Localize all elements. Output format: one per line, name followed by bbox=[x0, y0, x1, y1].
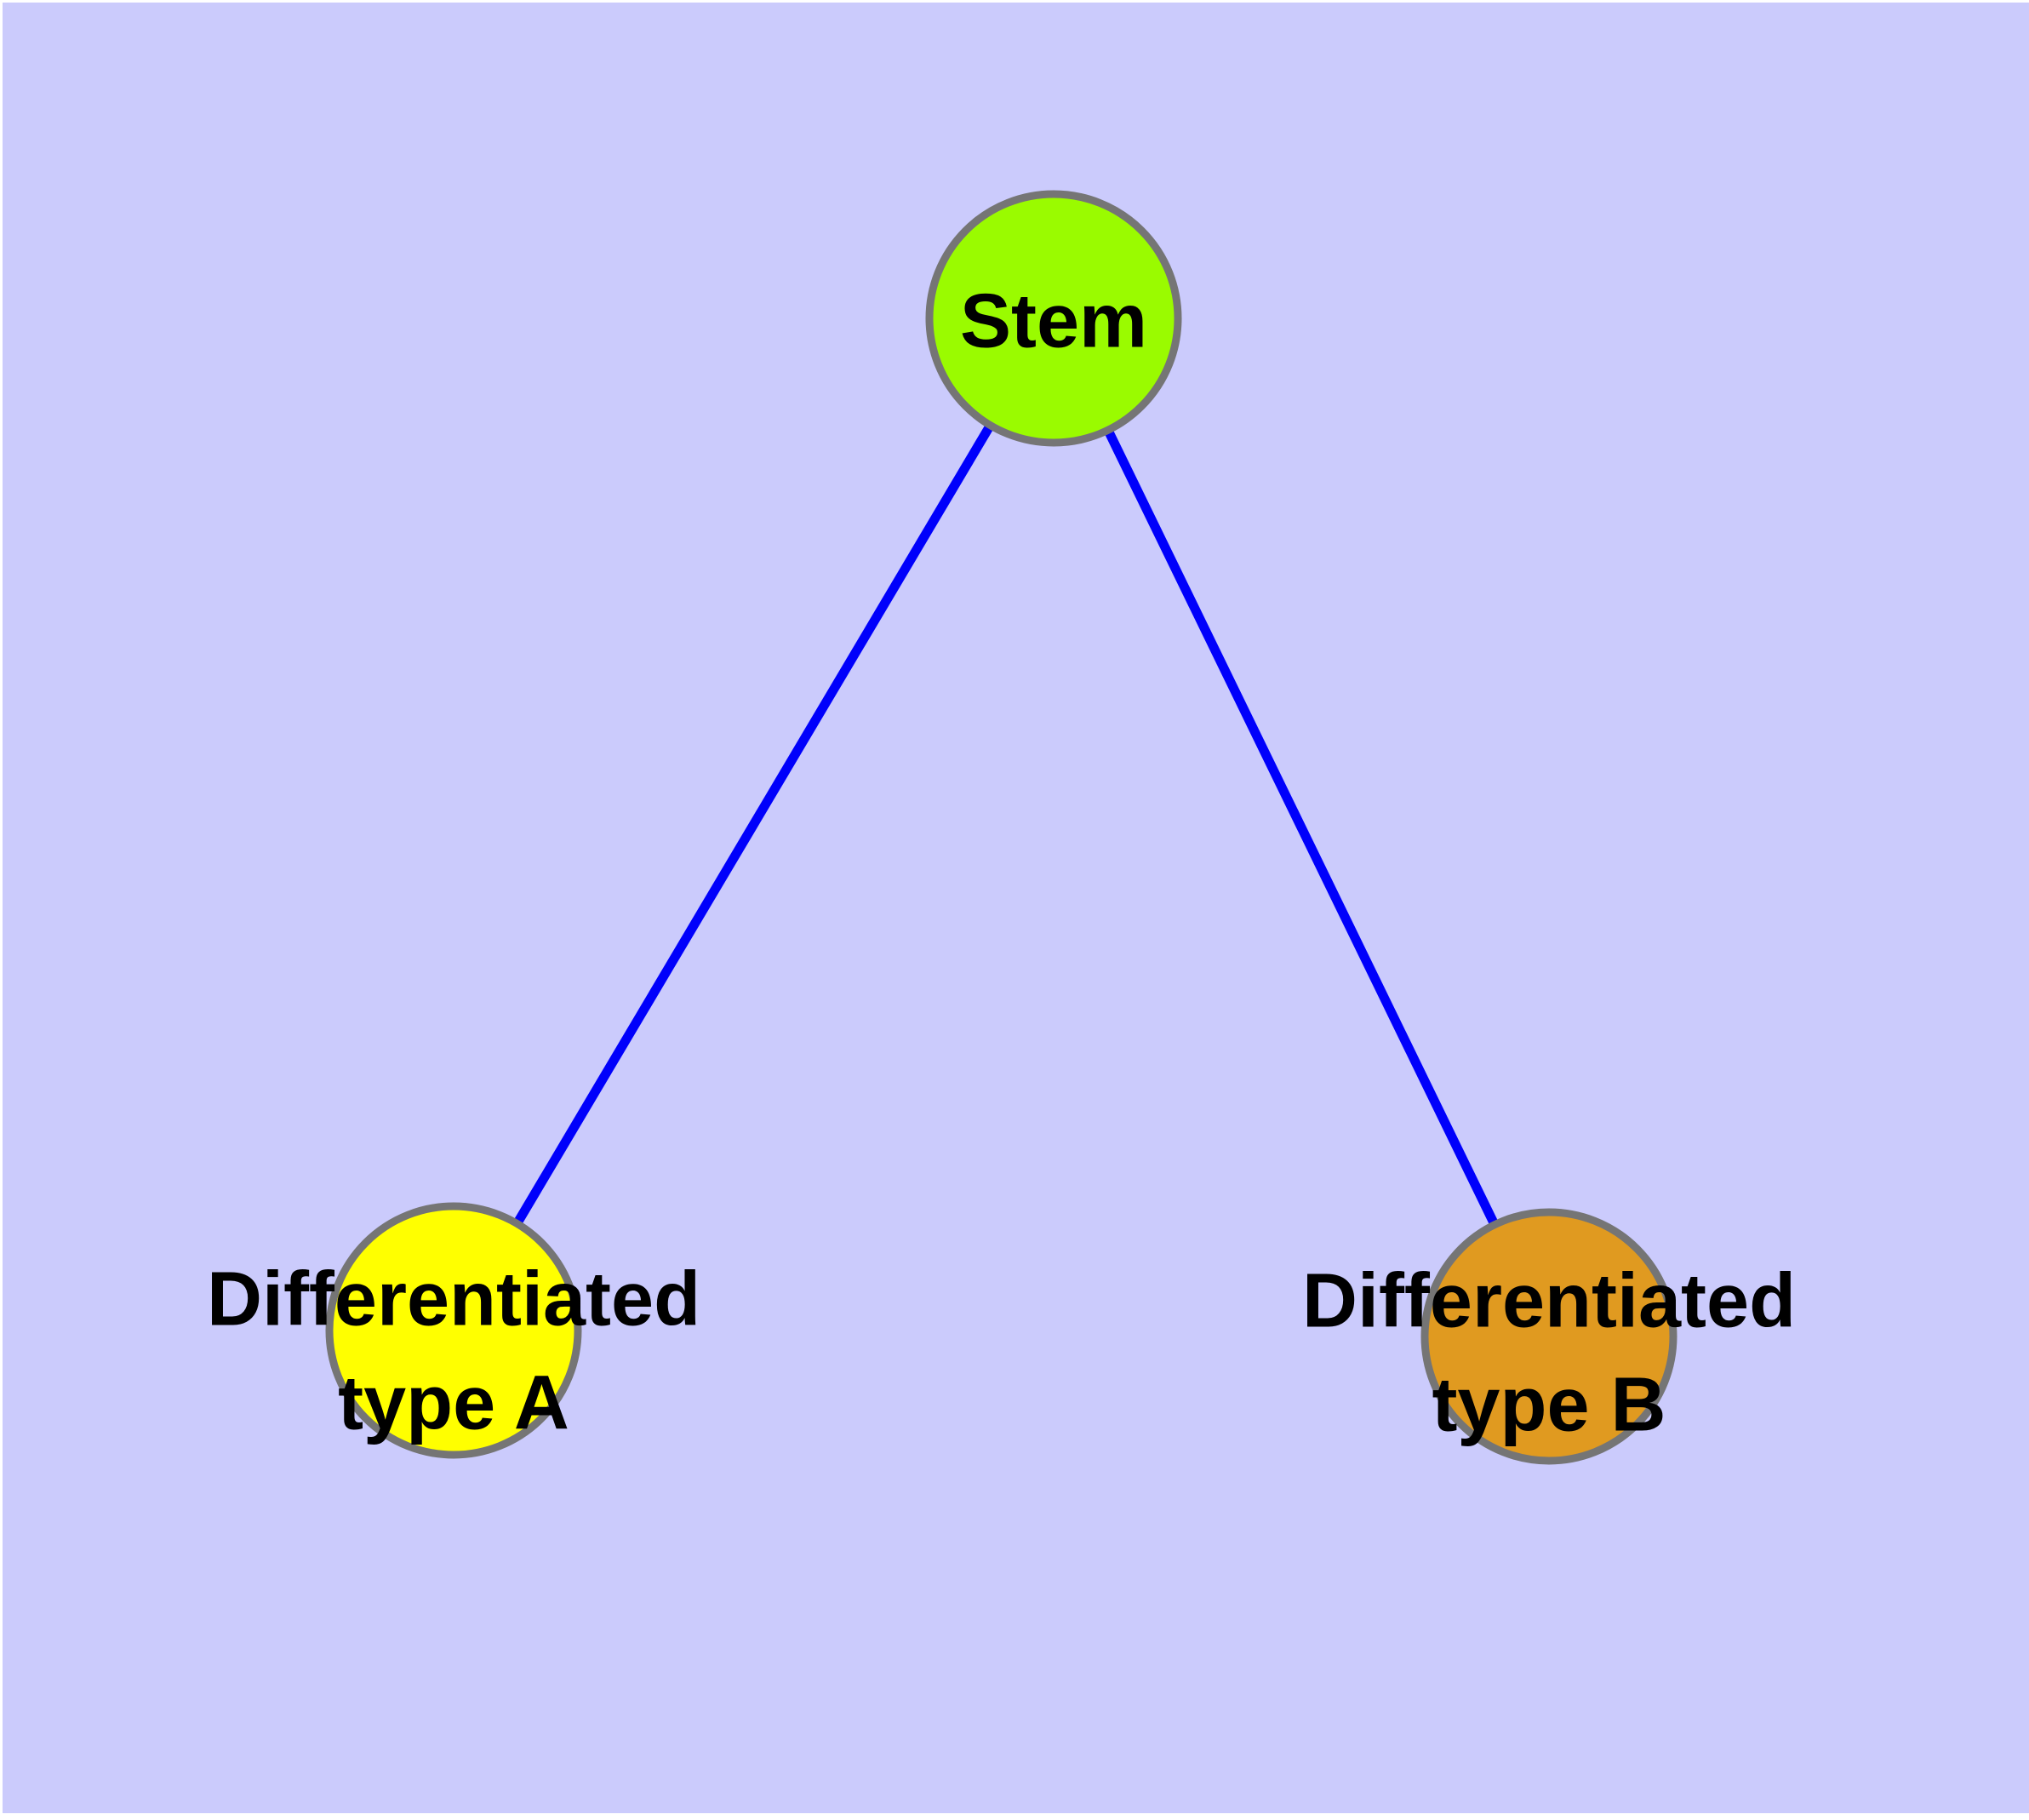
node-label-stem: Stem bbox=[960, 270, 1147, 374]
node-stem bbox=[925, 190, 1182, 447]
node-label-differentiated-type-a: Differentiated type A bbox=[207, 1249, 700, 1456]
edge-stem-to-type-a bbox=[449, 316, 1058, 1333]
node-label-type-b-line2: type B bbox=[1432, 1362, 1666, 1447]
node-label-stem-text: Stem bbox=[959, 278, 1148, 364]
node-label-type-b-line1: Differentiated bbox=[1301, 1258, 1797, 1344]
edge-stem-to-type-b bbox=[1049, 316, 1553, 1339]
node-differentiated-type-a bbox=[325, 1202, 582, 1459]
node-label-type-a-line1: Differentiated bbox=[206, 1256, 701, 1342]
node-differentiated-type-b bbox=[1420, 1208, 1677, 1465]
node-label-differentiated-type-b: Differentiated type B bbox=[1302, 1251, 1796, 1457]
node-label-type-a-line2: type A bbox=[338, 1360, 569, 1445]
